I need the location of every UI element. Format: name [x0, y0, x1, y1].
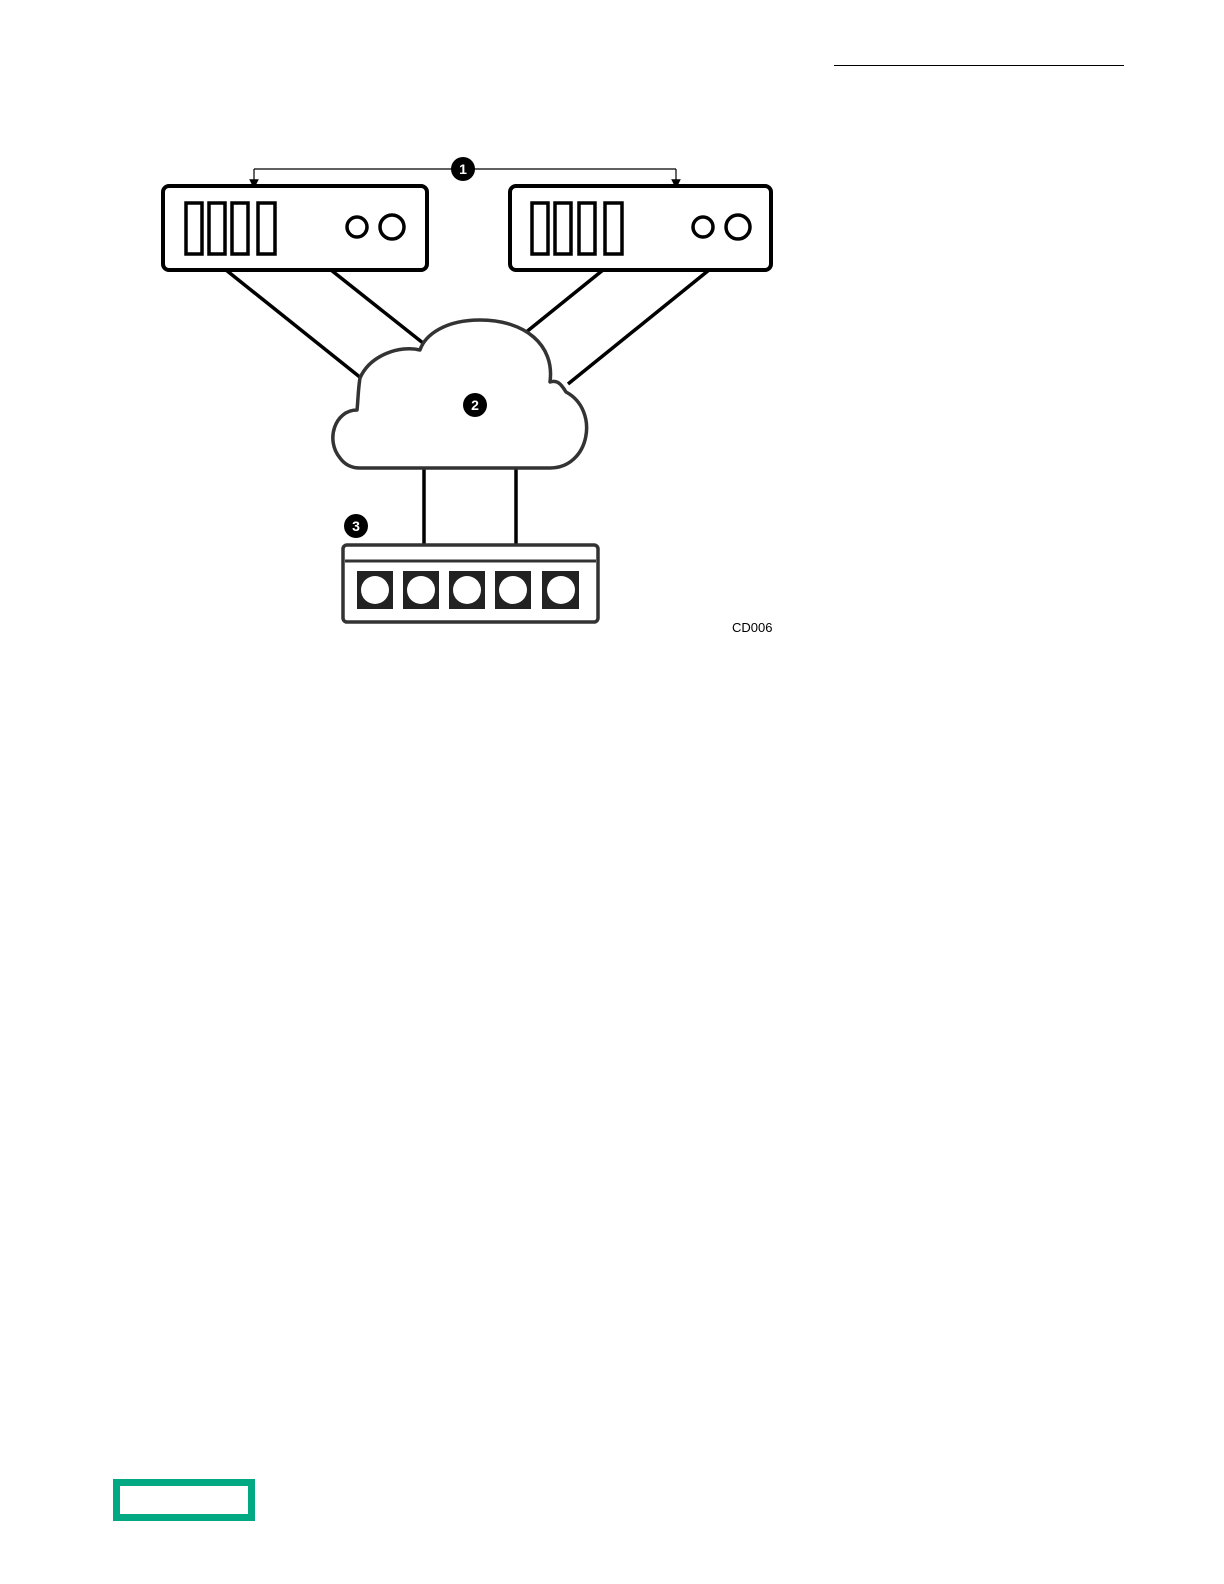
figure-id: CD006	[732, 620, 772, 635]
svg-text:1: 1	[459, 161, 467, 177]
cloud-switch-links	[424, 468, 516, 545]
server-icon-right	[510, 186, 771, 270]
callout-2: 2	[463, 393, 487, 417]
cloud-icon	[333, 320, 587, 468]
callout-3: 3	[344, 514, 368, 538]
svg-text:2: 2	[471, 397, 479, 413]
svg-text:3: 3	[352, 518, 360, 534]
server-icon-left	[163, 186, 427, 270]
brand-logo	[113, 1479, 255, 1521]
network-diagram: 1 2 3 CD006	[0, 0, 1224, 700]
callout-1: 1	[451, 157, 475, 181]
switch-icon	[343, 545, 598, 622]
